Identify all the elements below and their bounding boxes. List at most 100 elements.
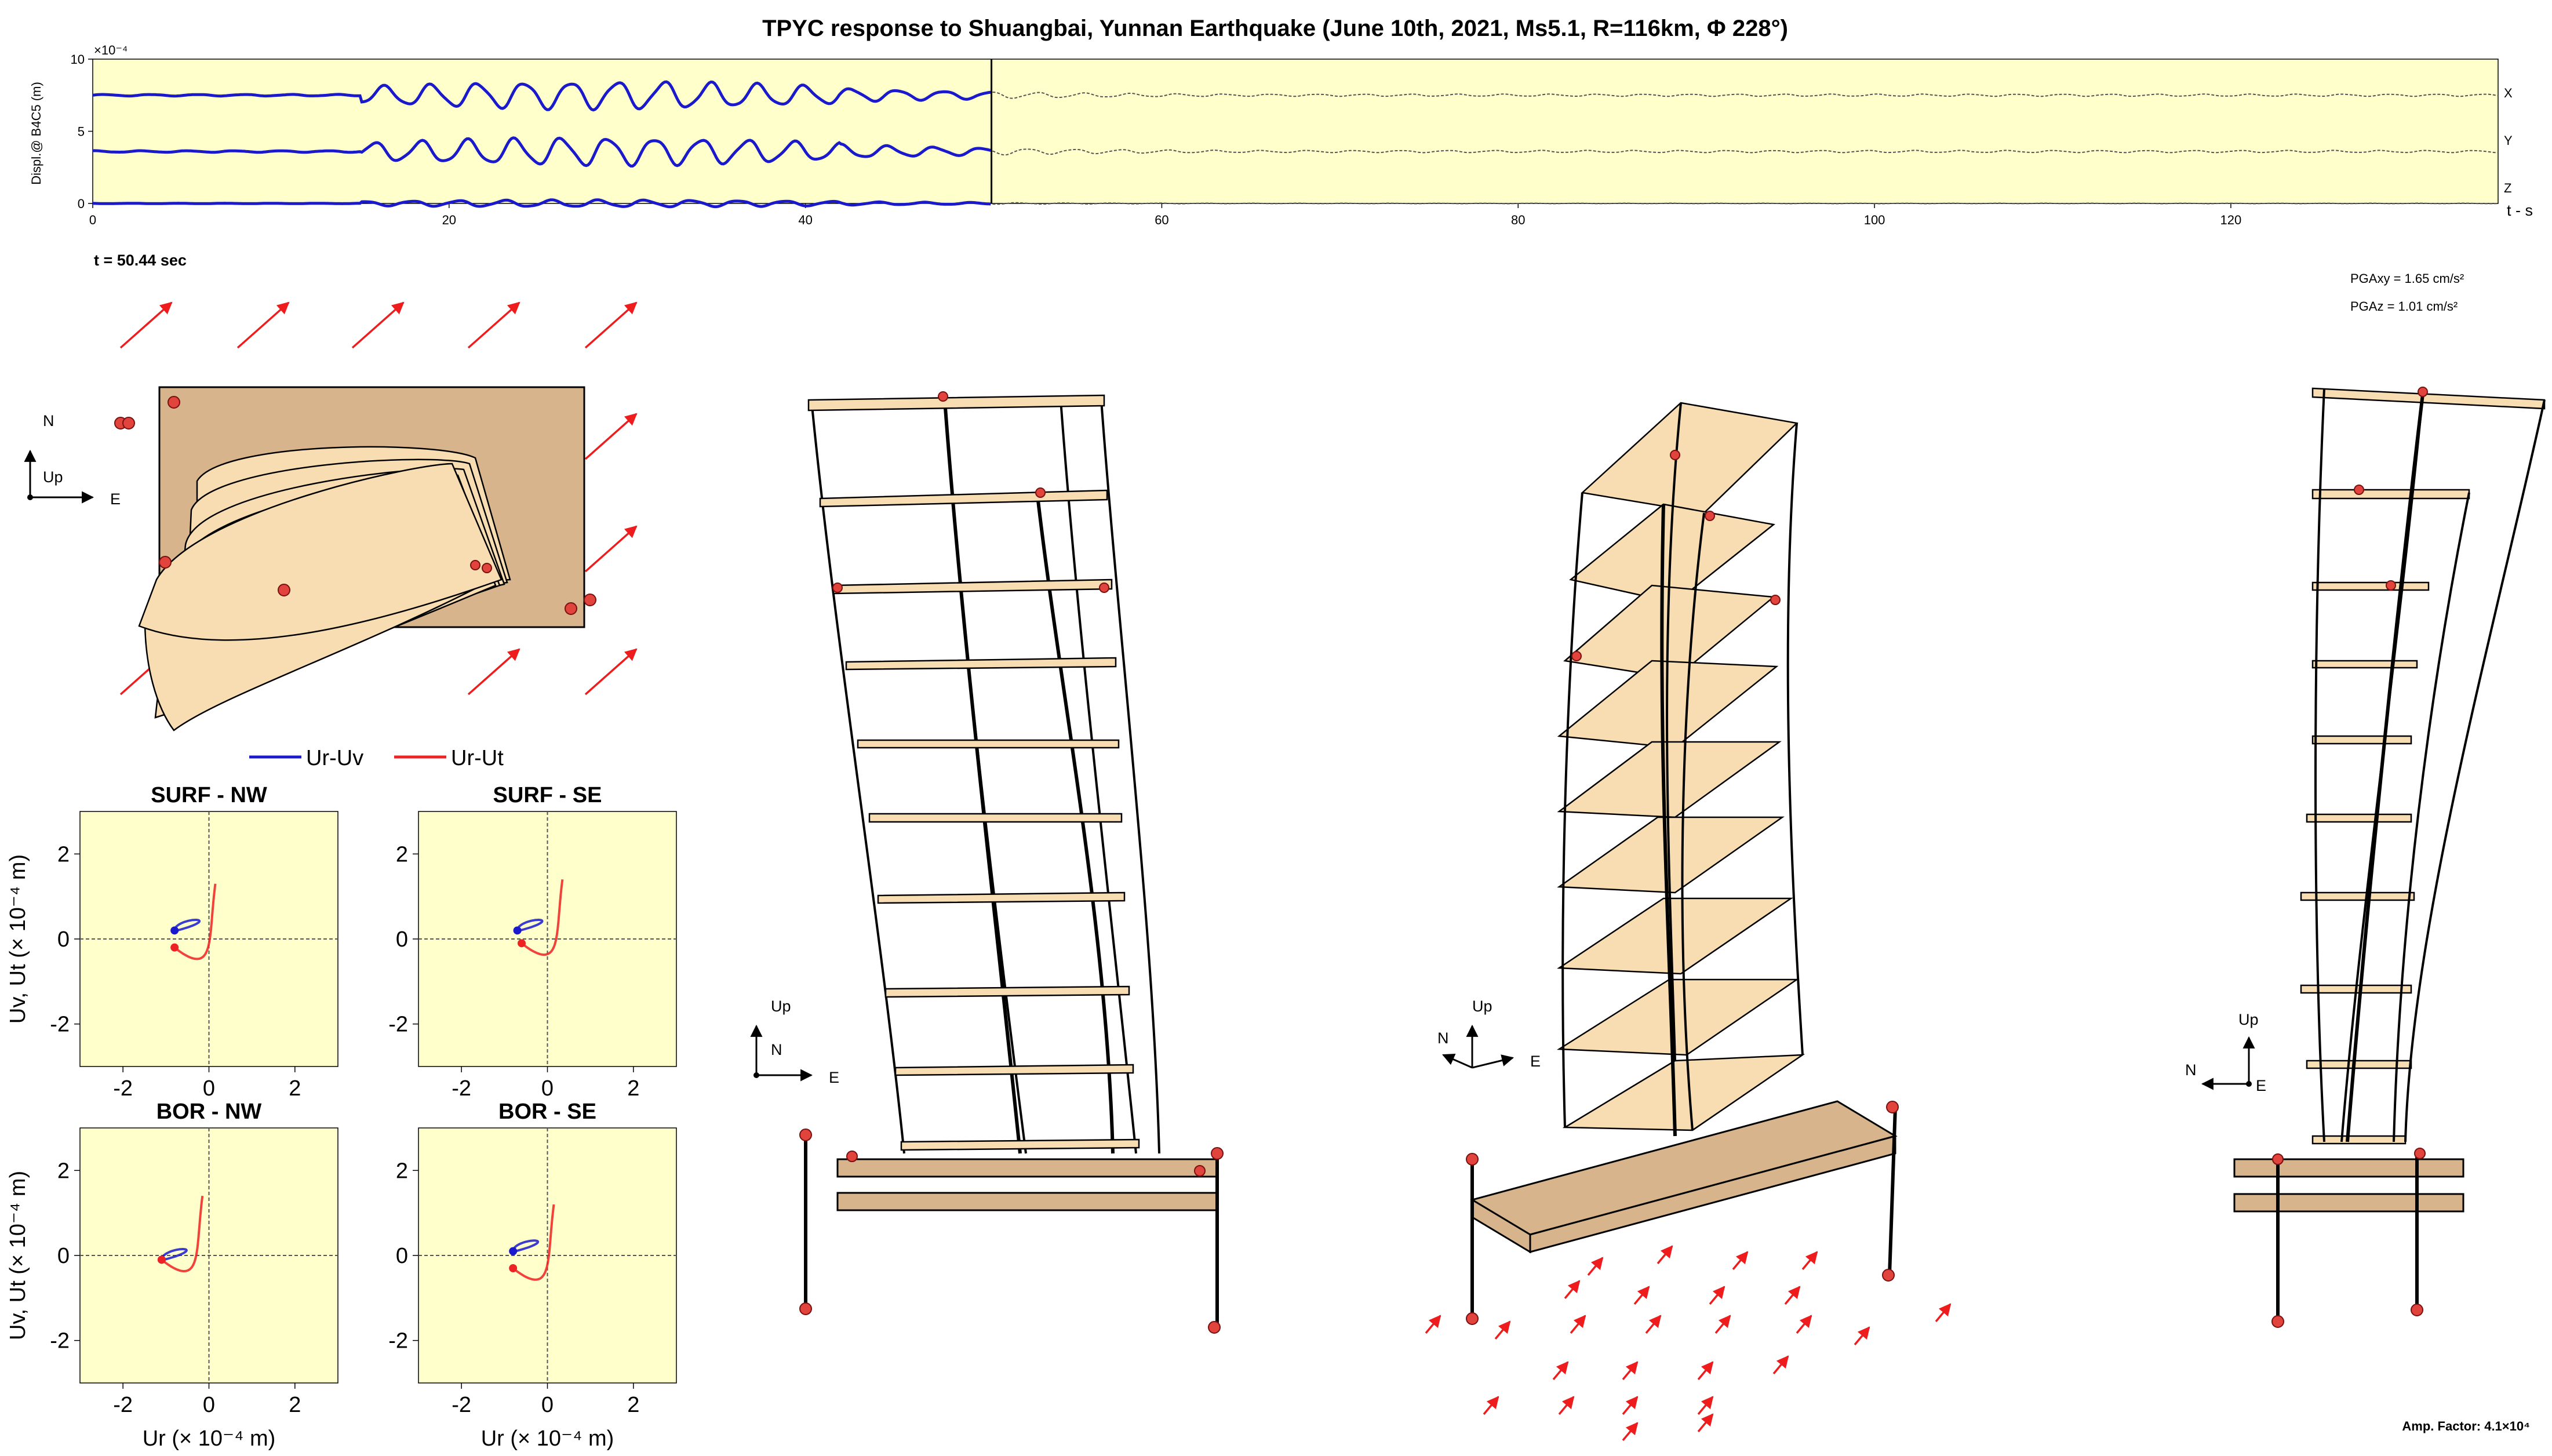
orbit-panel-bor-nw: -2 0 2 -2 0 2 BOR - NW Ur (× 10⁻⁴ m) Uv, Ut (× 1… (6, 1100, 338, 1451)
series-line-future-y (992, 148, 2498, 156)
orbit-y-label: Uv, Ut (× 10⁻⁴ m) (6, 854, 30, 1024)
y-tick-label: 0 (57, 1244, 70, 1268)
x-tick-label: 60 (1155, 213, 1168, 227)
orbit-blue-point (509, 1247, 518, 1255)
time-series-y-label: Displ.@ B4C5 (m) (29, 82, 43, 185)
orbit-red-line (173, 883, 217, 960)
side-compass: Up N E (2185, 1011, 2266, 1094)
orbit-title: SURF - SE (493, 783, 602, 807)
x-tick-label: -2 (452, 1393, 471, 1417)
iso-compass-n: N (1437, 1029, 1449, 1047)
plan-view: N Up E (24, 301, 638, 731)
time-series-series-y-label: Y (2504, 133, 2513, 148)
figure-title: TPYC response to Shuangbai, Yunnan Earth… (762, 16, 1788, 41)
side-compass-up: Up (2238, 1011, 2259, 1028)
x-tick-label: 2 (627, 1393, 639, 1417)
time-series-series-x-label: X (2504, 86, 2513, 100)
orbit-blue-line (160, 1248, 188, 1262)
iso-floors (1556, 402, 1805, 1131)
legend-blue-label: Ur-Uv (306, 746, 363, 770)
plan-compass: N Up E (24, 412, 121, 508)
iso-frame (1470, 402, 1897, 1319)
front-compass-up: Up (771, 998, 791, 1015)
orbit-title: BOR - SE (498, 1100, 596, 1124)
front-columns (804, 399, 1219, 1327)
front-floors (807, 394, 1140, 1151)
side-compass-e: E (2256, 1077, 2266, 1094)
orbit-red-line (161, 1196, 204, 1273)
front-compass: Up N E (750, 998, 839, 1086)
plan-compass-n: N (43, 412, 54, 429)
orbit-red-point (170, 943, 179, 952)
time-series-lines (92, 59, 2499, 209)
plan-sensors (114, 396, 596, 615)
y-tick-label: 0 (396, 1244, 408, 1268)
time-readout: t = 50.44 sec (94, 252, 187, 269)
orbit-blue-line (173, 919, 201, 933)
iso-arrows (1425, 1245, 1952, 1442)
orbit-red-point (518, 939, 526, 948)
iso-compass: Up N E (1437, 998, 1541, 1070)
x-tick-label: 0 (203, 1076, 215, 1101)
orbit-title: SURF - NW (151, 783, 267, 807)
orbit-blue-line (516, 919, 544, 933)
time-series-background (92, 59, 2499, 204)
series-line-future-x (992, 92, 2499, 99)
y-tick-label: 2 (396, 842, 408, 867)
orbit-panel-surf-nw: -2 0 2 -2 0 2 SURF - NW Uv, Ut (× 10⁻⁴ m) (6, 783, 338, 1101)
amplification-factor: Amp. Factor: 4.1×10⁴ (2402, 1419, 2530, 1433)
side-frame (2276, 388, 2546, 1322)
x-tick-label: 2 (289, 1393, 301, 1417)
x-tick-label: 0 (541, 1076, 554, 1101)
y-tick-label: -2 (50, 1013, 70, 1037)
pga-xy: PGAxy = 1.65 cm/s² (2350, 271, 2464, 286)
series-line-x (92, 80, 991, 112)
y-tick-label: 0 (396, 927, 408, 952)
orbit-red-point (509, 1264, 518, 1272)
series-line-z (92, 198, 991, 209)
iso-compass-e: E (1530, 1053, 1541, 1070)
x-tick-label: 100 (1864, 213, 1885, 227)
x-tick-label: -2 (452, 1076, 471, 1101)
orbit-x-label: Ur (× 10⁻⁴ m) (481, 1426, 614, 1451)
x-tick-label: 120 (2220, 213, 2242, 227)
series-line-y (92, 136, 992, 168)
pga-z: PGAz = 1.01 cm/s² (2350, 299, 2458, 314)
y-tick-label: -2 (50, 1329, 70, 1353)
front-compass-n: N (771, 1041, 782, 1058)
orbit-y-label: Uv, Ut (× 10⁻⁴ m) (6, 1171, 30, 1340)
side-sensors (2271, 387, 2428, 1328)
y-tick-label: 0 (57, 927, 70, 952)
side-floors (2300, 387, 2546, 1145)
x-tick-label: 0 (541, 1393, 554, 1417)
legend-red-label: Ur-Ut (451, 746, 504, 770)
y-tick-label: -2 (388, 1329, 408, 1353)
legend: Ur-Uv Ur-Ut (249, 746, 504, 770)
side-compass-n: N (2185, 1061, 2197, 1079)
y-tick-label: 5 (78, 125, 85, 139)
building-view-side: Up N E (2185, 387, 2546, 1328)
y-tick-label: 2 (57, 1159, 70, 1183)
orbit-red-line (512, 1204, 555, 1281)
x-tick-label: 40 (798, 213, 812, 227)
x-tick-label: -2 (113, 1076, 133, 1101)
front-compass-e: E (829, 1069, 839, 1086)
x-tick-label: 2 (289, 1076, 301, 1101)
orbit-x-label: Ur (× 10⁻⁴ m) (143, 1426, 276, 1451)
time-series-series-z-label: Z (2504, 181, 2511, 195)
series-line-future-z (992, 202, 2499, 205)
plan-compass-e: E (110, 490, 121, 508)
y-tick-label: 0 (78, 196, 85, 211)
y-tick-label: 2 (57, 842, 70, 867)
plan-compass-up: Up (43, 468, 63, 486)
orbit-title: BOR - NW (156, 1100, 262, 1124)
orbit-blue-line (512, 1239, 540, 1253)
x-tick-label: -2 (113, 1393, 133, 1417)
x-tick-label: 0 (203, 1393, 215, 1417)
